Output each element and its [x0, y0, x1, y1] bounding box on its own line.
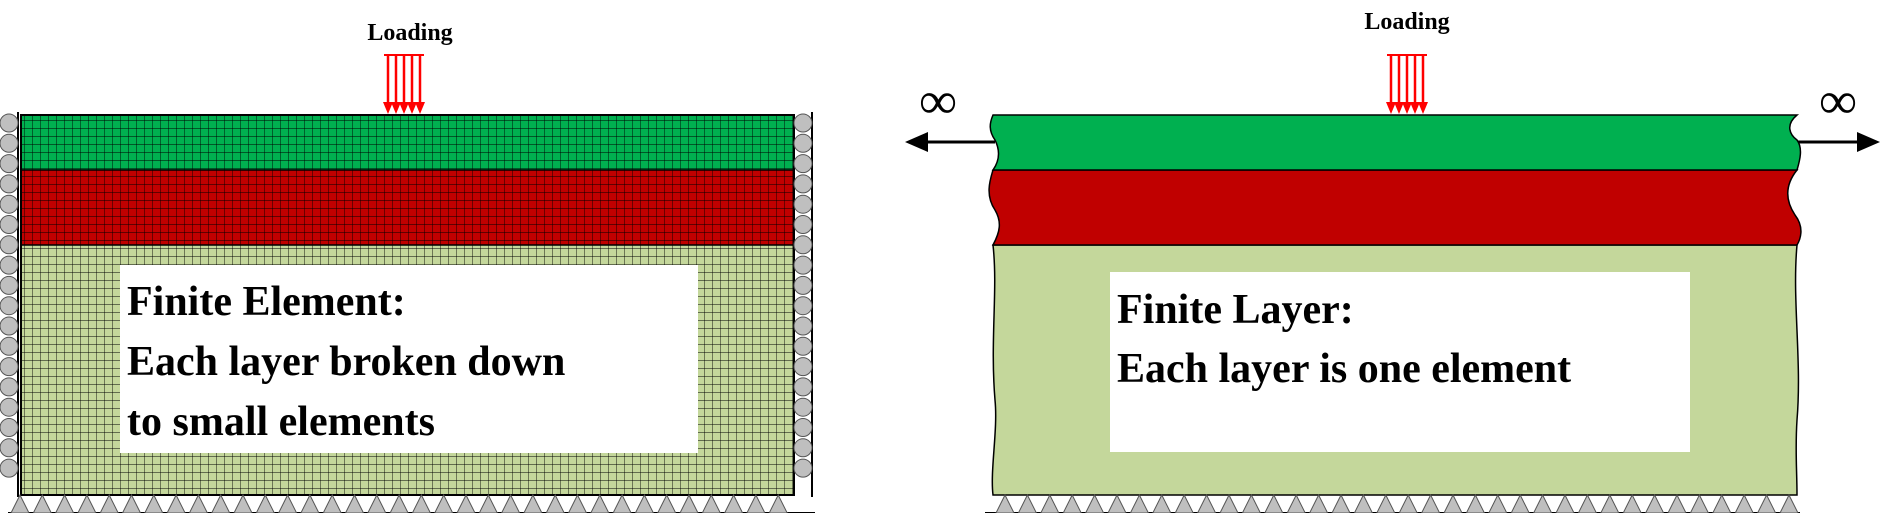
fl-middle-layer — [988, 169, 1802, 246]
finite-layer-panel: Loading ∞ ∞ Finite Layer: Each layer is … — [905, 9, 1880, 513]
left-extent-arrow-icon — [905, 132, 995, 152]
fe-text-line-1: Finite Element: — [127, 279, 406, 325]
fl-text-box — [1110, 272, 1690, 452]
left-load-arrow-icon — [383, 54, 425, 114]
fl-text-line-1: Finite Layer: — [1117, 287, 1354, 333]
fe-right-roller-supports — [793, 113, 813, 478]
fe-text-line-2: Each layer broken down — [127, 339, 565, 385]
fe-text-box — [120, 265, 698, 453]
right-load-arrow-icon — [1386, 54, 1428, 114]
infinity-right-icon: ∞ — [1819, 73, 1856, 130]
fe-pin-supports — [10, 493, 788, 513]
finite-element-panel: Loading Finite Element: Each layer broke… — [0, 20, 815, 513]
fl-text-line-2: Each layer is one element — [1117, 346, 1571, 392]
fe-text-line-3: to small elements — [127, 399, 435, 445]
right-extent-arrow-icon — [1790, 132, 1880, 152]
fl-pin-supports — [995, 493, 1799, 513]
fe-left-roller-supports — [0, 113, 19, 478]
fl-top-layer — [989, 114, 1802, 171]
right-loading-label: Loading — [1364, 9, 1449, 35]
left-loading-label: Loading — [367, 20, 452, 46]
infinity-left-icon: ∞ — [919, 73, 956, 130]
